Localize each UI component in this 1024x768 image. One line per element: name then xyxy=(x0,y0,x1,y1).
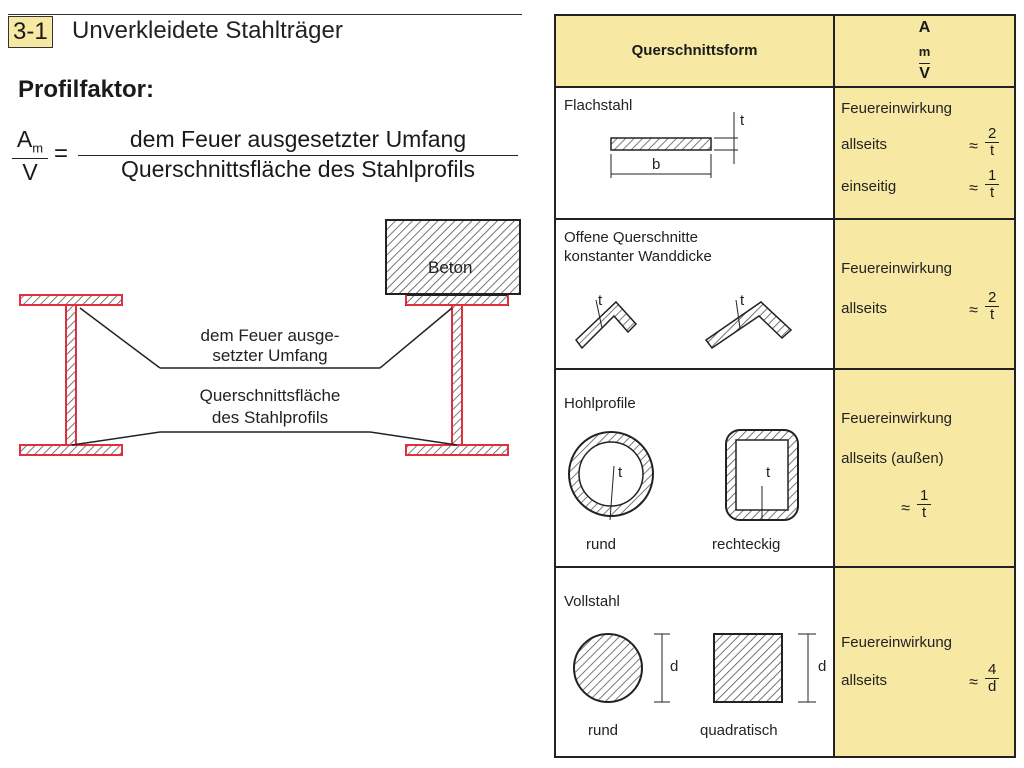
case-label: allseits xyxy=(841,136,887,153)
case-label: allseits xyxy=(841,300,887,317)
dim-t: t xyxy=(740,112,745,129)
formula-lhs: Am V xyxy=(12,126,48,186)
effect-label: Feuereinwirkung xyxy=(841,634,953,651)
section-number: 3-1 xyxy=(8,16,53,48)
header-cross-section: Querschnittsform xyxy=(553,14,836,88)
i-beam-diagram xyxy=(19,219,521,456)
effect-label: Feuereinwirkung xyxy=(841,410,953,427)
dim-t: t xyxy=(740,292,745,309)
concrete-slab xyxy=(385,219,521,295)
formula-rhs-denominator: Querschnittsfläche des Stahlprofils xyxy=(120,156,476,182)
approx-symbol: ≈ xyxy=(969,138,978,155)
shape-label: rund xyxy=(586,536,617,553)
label-umfang-2: setzter Umfang xyxy=(212,346,328,365)
dim-t: t xyxy=(618,464,623,481)
row-title: Flachstahl xyxy=(564,97,633,114)
case-label: allseits (außen) xyxy=(841,450,944,467)
table-row: Hohlprofile t t rund rechteckig Feuerein… xyxy=(553,368,1016,568)
profile-factor-label: Profilfaktor: xyxy=(18,76,155,103)
approx-symbol: ≈ xyxy=(969,180,978,197)
left-i-beam xyxy=(19,294,123,456)
section-title: Unverkleidete Stahlträger xyxy=(72,17,343,44)
hollow-profiles-drawing xyxy=(568,429,799,521)
shape-label: quadratisch xyxy=(700,722,778,739)
shape-label: rund xyxy=(588,722,619,739)
dim-t: t xyxy=(598,292,603,309)
approx-symbol: ≈ xyxy=(901,500,910,517)
approx-symbol: ≈ xyxy=(969,302,978,319)
formula-equals: = xyxy=(54,140,69,167)
header-rule xyxy=(8,14,522,15)
angle-profiles-drawing xyxy=(574,299,793,350)
cell-hohlprofile: Hohlprofile t t rund rechteckig xyxy=(553,368,836,568)
row-title: Vollstahl xyxy=(564,593,620,610)
formula-lhs-numerator: Am xyxy=(12,126,48,159)
flat-steel-drawing xyxy=(610,112,738,178)
case-label: allseits xyxy=(841,672,887,689)
formula-rhs-numerator: dem Feuer ausgesetzter Umfang xyxy=(78,126,518,156)
label-umfang-1: dem Feuer ausge- xyxy=(200,326,340,345)
effect-label: Feuereinwirkung xyxy=(841,100,953,117)
beton-label: Beton xyxy=(428,258,473,277)
dim-b: b xyxy=(652,156,661,173)
label-flaeche-1: Querschnittsfläche xyxy=(199,386,341,405)
cell-flachstahl: Flachstahl t b xyxy=(553,86,836,220)
effect-label: Feuereinwirkung xyxy=(841,260,953,277)
dim-d: d xyxy=(818,658,827,675)
formula-rhs: dem Feuer ausgesetzter Umfang Querschnit… xyxy=(78,126,518,183)
dim-t: t xyxy=(766,464,771,481)
shape-label: rechteckig xyxy=(712,536,781,553)
solid-steel-drawing xyxy=(573,633,816,703)
table-row: Vollstahl d d rund quadratisch Feuereinw… xyxy=(553,566,1016,758)
cell-vollstahl: Vollstahl d d rund quadratisch xyxy=(553,566,836,758)
approx-symbol: ≈ xyxy=(969,674,978,691)
label-flaeche-2: des Stahlprofils xyxy=(211,408,329,427)
table-row: Flachstahl t b Feuereinwirkung allseits … xyxy=(553,86,1016,220)
formula-lhs-denominator: V xyxy=(22,158,38,185)
dim-d: d xyxy=(670,658,679,675)
case-label: einseitig xyxy=(841,178,897,195)
row-title: Hohlprofile xyxy=(564,395,636,412)
right-i-beam xyxy=(405,294,509,456)
